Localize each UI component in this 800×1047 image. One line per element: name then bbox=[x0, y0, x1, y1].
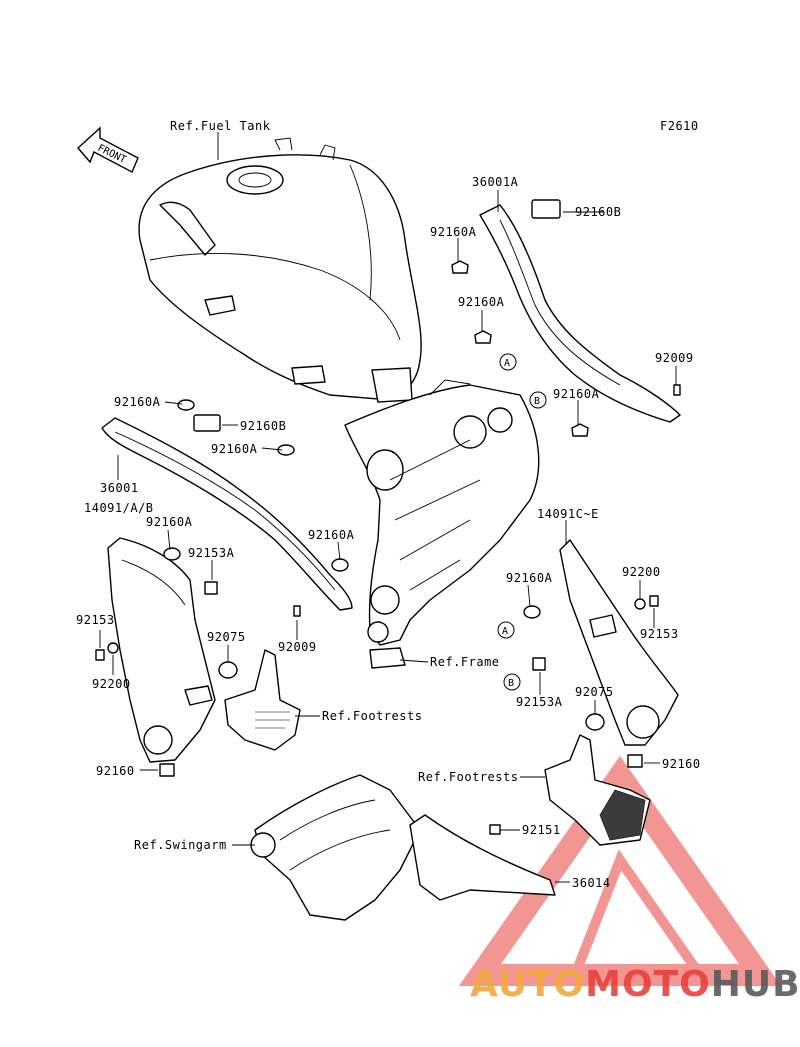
damper-92160-right bbox=[627, 754, 643, 768]
part-92075-right: 92075 bbox=[575, 685, 614, 699]
watermark-part3: HUB bbox=[711, 964, 800, 1005]
grommet-92160a-2 bbox=[474, 330, 492, 344]
watermark-text: AUTOMOTOHUB bbox=[470, 964, 800, 1005]
ref-swingarm: Ref.Swingarm bbox=[134, 838, 227, 852]
callout-a-2: A bbox=[497, 621, 515, 639]
ref-footrests-right: Ref.Footrests bbox=[418, 770, 518, 784]
part-92160a-left3: 92160A bbox=[146, 515, 193, 529]
fuel-tank bbox=[138, 137, 422, 403]
grommet-92160a-3 bbox=[571, 423, 589, 437]
collar-92153a-left bbox=[204, 581, 218, 595]
collar-92075-left bbox=[218, 661, 238, 679]
part-92160b-top: 92160B bbox=[575, 205, 621, 219]
figure-code: F2610 bbox=[660, 119, 699, 133]
part-92160b-left: 92160B bbox=[240, 419, 286, 433]
frame bbox=[344, 379, 540, 669]
labels: F2610 Ref.Fuel Tank 36001A 92160B 92160A… bbox=[76, 119, 701, 890]
lower-cover-14091ab bbox=[107, 537, 216, 763]
grommet-92160a-right bbox=[523, 605, 541, 619]
part-36001: 36001 bbox=[100, 481, 139, 495]
part-92153a-left: 92153A bbox=[188, 546, 235, 560]
nut-92151 bbox=[489, 824, 501, 835]
part-92160a-left2: 92160A bbox=[211, 442, 258, 456]
part-92153a-right: 92153A bbox=[516, 695, 563, 709]
footrest-bracket-right bbox=[544, 734, 651, 846]
part-92160-left: 92160 bbox=[96, 764, 135, 778]
watermark-part1: AUTO bbox=[470, 964, 585, 1005]
part-36001a: 36001A bbox=[472, 175, 519, 189]
grommet-92160a-1 bbox=[451, 260, 469, 274]
bolt-92153-left bbox=[95, 649, 105, 661]
watermark-logo-triangle bbox=[458, 755, 782, 986]
part-92160a-mid: 92160A bbox=[308, 528, 355, 542]
part-92153-left: 92153 bbox=[76, 613, 115, 627]
front-arrow-icon: FRONT bbox=[77, 126, 139, 173]
part-92160a-right: 92160A bbox=[506, 571, 553, 585]
part-92160a-1: 92160A bbox=[430, 225, 477, 239]
part-92075-left: 92075 bbox=[207, 630, 246, 644]
svg-text:A: A bbox=[504, 358, 510, 369]
part-36014: 36014 bbox=[572, 876, 611, 890]
part-92160a-2: 92160A bbox=[458, 295, 505, 309]
watermark-part2: MOTO bbox=[585, 964, 711, 1005]
part-92160-right: 92160 bbox=[662, 757, 701, 771]
callout-b-2: B bbox=[503, 673, 521, 691]
collar-92075-right bbox=[585, 713, 605, 731]
part-14091ab: 14091/A/B bbox=[84, 501, 154, 515]
fasteners bbox=[95, 199, 681, 835]
ref-frame: Ref.Frame bbox=[430, 655, 500, 669]
svg-text:AUTOMOTOHUB: AUTOMOTOHUB bbox=[470, 964, 800, 1005]
side-cover-36001a bbox=[479, 204, 681, 423]
part-92160a-3: 92160A bbox=[553, 387, 600, 401]
leader-lines bbox=[99, 132, 677, 883]
bolt-92009-mid bbox=[293, 605, 301, 617]
part-92009-right: 92009 bbox=[655, 351, 694, 365]
ref-footrests-left: Ref.Footrests bbox=[322, 709, 422, 723]
damper-92160-left bbox=[159, 763, 175, 777]
washer-92200-right bbox=[634, 598, 646, 610]
bolt-92153-right bbox=[649, 595, 659, 607]
ref-fuel-tank: Ref.Fuel Tank bbox=[170, 119, 271, 133]
damper-92160b-left bbox=[193, 414, 221, 432]
part-92200-right: 92200 bbox=[622, 565, 661, 579]
lower-cover-14091ce bbox=[559, 539, 679, 746]
part-92160a-left1: 92160A bbox=[114, 395, 161, 409]
svg-text:A: A bbox=[502, 626, 508, 637]
grommet-92160a-left1 bbox=[177, 399, 195, 411]
grommet-92160a-left3 bbox=[163, 547, 181, 561]
swingarm bbox=[250, 774, 421, 921]
part-92200-left: 92200 bbox=[92, 677, 131, 691]
bolt-92009-right bbox=[673, 384, 681, 396]
part-92009-mid: 92009 bbox=[278, 640, 317, 654]
part-92151: 92151 bbox=[522, 823, 561, 837]
footrest-bracket-left bbox=[224, 649, 301, 751]
svg-text:B: B bbox=[534, 396, 540, 407]
washer-92200-left bbox=[107, 642, 119, 654]
svg-text:B: B bbox=[508, 678, 514, 689]
callout-b-1: B bbox=[529, 391, 547, 409]
collar-92153a-right bbox=[532, 657, 546, 671]
callout-a-1: A bbox=[499, 353, 517, 371]
side-cover-36001 bbox=[101, 417, 353, 611]
part-92153-right: 92153 bbox=[640, 627, 679, 641]
grommet-92160a-mid bbox=[331, 558, 349, 572]
damper-92160b-top bbox=[531, 199, 561, 219]
part-14091ce: 14091C~E bbox=[537, 507, 599, 521]
lower-guard-36014 bbox=[409, 814, 556, 901]
